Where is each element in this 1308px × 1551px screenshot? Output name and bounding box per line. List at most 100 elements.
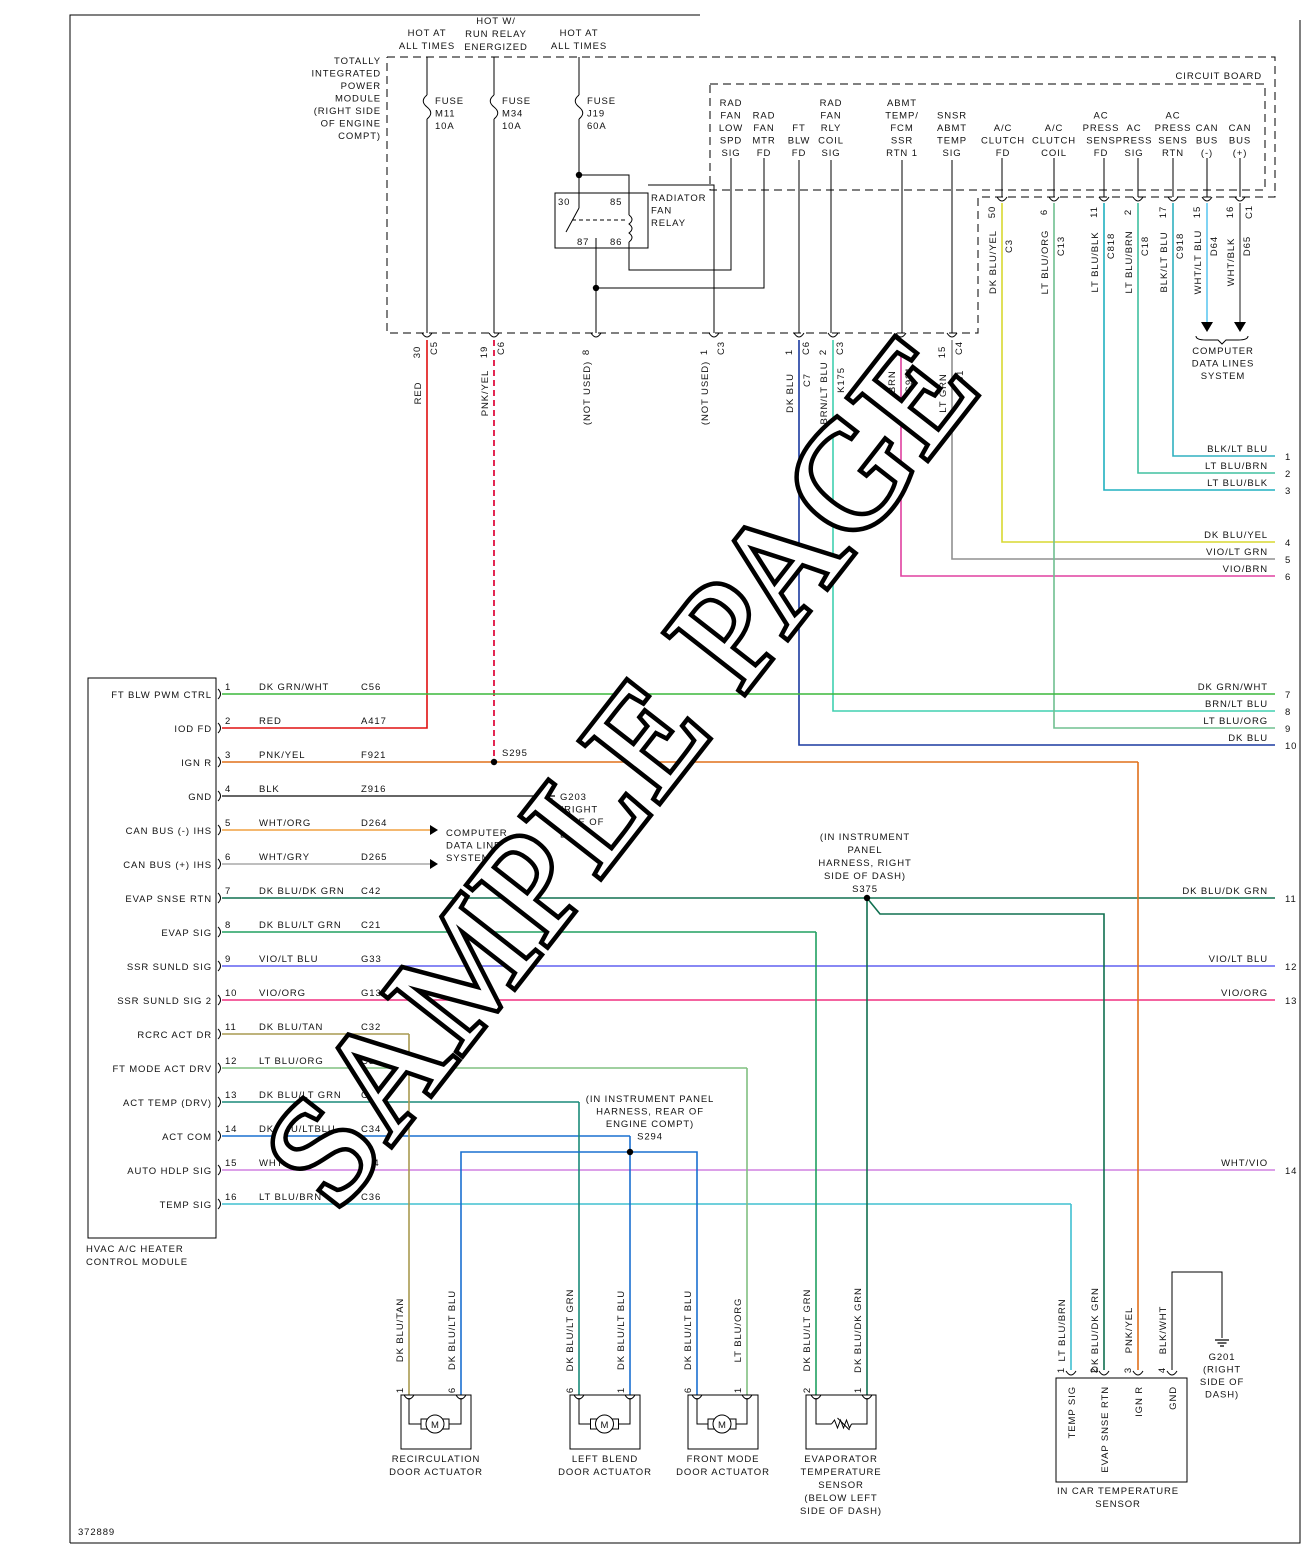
connector-pin: 1 xyxy=(1056,1367,1067,1373)
wire-color-label: LT BLU/ORG xyxy=(733,1298,744,1363)
circuit-board-outline xyxy=(709,83,1266,191)
hot-label: ALL TIMES xyxy=(399,41,455,52)
relay-label: RADIATOR xyxy=(651,193,706,204)
splice-s294 xyxy=(626,1148,634,1156)
circuit-label: C42 xyxy=(361,886,381,897)
board-pin-label: FAN xyxy=(720,111,741,122)
tipm-title: COMPT) xyxy=(338,131,381,142)
wire-act-com-recirc xyxy=(460,1151,630,1395)
board-pin-label: A/C xyxy=(994,123,1013,134)
splice-s295 xyxy=(490,758,498,766)
circuit-label: D64 xyxy=(1209,236,1220,256)
connector-pin: 6 xyxy=(447,1387,458,1393)
splice-label: (IN INSTRUMENT PANEL xyxy=(586,1094,715,1105)
ground-label: G201 xyxy=(1209,1352,1236,1363)
board-pin-label: FD xyxy=(792,148,806,159)
board-pin-label: FCM xyxy=(890,123,913,134)
connector-pin: 4 xyxy=(1157,1367,1168,1373)
fuse-label: M11 xyxy=(435,109,455,120)
motor-icon xyxy=(595,1414,614,1434)
wire-evap-rtn-incar xyxy=(866,897,1105,1370)
component-name: TEMPERATURE xyxy=(801,1467,882,1478)
ground-g201-icon xyxy=(1215,1339,1229,1347)
board-pin-label: RTN 1 xyxy=(886,148,918,159)
output-number: 5 xyxy=(1285,555,1291,566)
label: 86 xyxy=(610,237,622,248)
board-pin-label: FT xyxy=(792,123,805,134)
can-destination-label: COMPUTER xyxy=(446,828,508,839)
label: 85 xyxy=(610,197,622,208)
module-pin-number: 1 xyxy=(225,682,231,693)
connector-terminal xyxy=(217,722,221,734)
motor-symbol: M xyxy=(431,1420,439,1431)
outline xyxy=(628,158,732,271)
wire-vio-brn xyxy=(900,340,1275,577)
wire-color-label: BLK/WHT xyxy=(1158,1306,1169,1355)
wire-color-label: LT BLU/ORG xyxy=(1040,230,1051,295)
circuit-label: L24 xyxy=(361,1158,380,1169)
output-number: 14 xyxy=(1285,1166,1297,1177)
fuse-icon xyxy=(489,94,499,120)
connector-terminal xyxy=(1132,1370,1144,1376)
in-car-temperature-sensor xyxy=(1055,1377,1188,1483)
connector-terminal xyxy=(1166,1370,1178,1376)
connector-id: C4 xyxy=(954,341,965,355)
splice-label: SIDE OF DASH) xyxy=(824,871,906,882)
module-pin-name: EVAP SNSE RTN xyxy=(125,894,212,905)
wire-color-label: DK BLU/LT GRN xyxy=(802,1289,813,1372)
connector-pin: 1 xyxy=(784,349,795,355)
connector-terminal xyxy=(1065,1370,1077,1376)
data-lines-label: COMPUTER xyxy=(1192,346,1254,357)
wire-color-label: PNK/YEL xyxy=(480,370,491,416)
wire-color-label: (NOT USED) xyxy=(700,361,711,425)
wire-color-label: VIO/LT BLU xyxy=(259,954,318,965)
circuit-label: Z916 xyxy=(361,784,386,795)
relay-coil-icon xyxy=(628,214,633,243)
component-name: RECIRCULATION xyxy=(392,1454,481,1465)
output-wire-label: BLK/LT BLU xyxy=(1207,444,1268,455)
board-pin-label: ABMT xyxy=(887,98,917,109)
wire-color-label: PNK/YEL xyxy=(1124,1307,1135,1353)
output-wire-label: DK BLU/DK GRN xyxy=(1182,886,1268,897)
splice-label: HARNESS, REAR OF xyxy=(596,1107,704,1118)
module-pin-number: 11 xyxy=(225,1022,237,1033)
board-pin-label: TEMP/ xyxy=(885,111,919,122)
output-wire-label: VIO/LT BLU xyxy=(1209,954,1268,965)
circuit-label: C61 xyxy=(361,1090,381,1101)
fuse-icon xyxy=(422,94,432,120)
circuit-label: C13 xyxy=(1056,236,1067,256)
connector-pin: 2 xyxy=(1089,1367,1100,1373)
board-pin-label: RAD xyxy=(753,111,776,122)
module-pin-number: 3 xyxy=(225,750,231,761)
wire-color-label: DK BLU/TAN xyxy=(259,1022,323,1033)
board-pin-label: ABMT xyxy=(937,123,967,134)
module-pin-number: 10 xyxy=(225,988,237,999)
connector-terminal xyxy=(590,332,602,338)
connector-id: C5 xyxy=(429,341,440,355)
board-pin-label: LOW xyxy=(719,123,743,134)
outline xyxy=(447,1398,462,1425)
board-pin-label: SIG xyxy=(821,148,840,159)
connector-pin: 15 xyxy=(937,346,948,358)
output-wire-label: LT BLU/BRN xyxy=(1205,461,1268,472)
module-pin-number: 13 xyxy=(225,1090,237,1101)
connector-terminal xyxy=(1167,196,1179,202)
module-pin-name: EVAP SIG xyxy=(161,928,212,939)
motor-symbol: M xyxy=(601,1420,609,1431)
outline xyxy=(579,174,630,190)
connector-pin: 2 xyxy=(818,349,829,355)
board-pin-label: AC xyxy=(1127,123,1142,134)
connector-terminal xyxy=(217,994,221,1006)
fuse-icon xyxy=(574,94,584,120)
module-pin-number: 2 xyxy=(225,716,231,727)
board-pin-label: FAN xyxy=(753,123,774,134)
board-pin-label: CLUTCH xyxy=(1032,136,1076,147)
module-pin-name: SSR SUNLD SIG 2 xyxy=(117,996,212,1007)
outline xyxy=(815,1398,832,1425)
wire-dk-blu xyxy=(798,340,1275,746)
connector-terminal xyxy=(217,960,221,972)
splice-label: S294 xyxy=(637,1132,663,1143)
circuit-label: D264 xyxy=(361,818,387,829)
circuit-label: C7 xyxy=(802,373,813,387)
module-pin-name: SSR SUNLD SIG xyxy=(127,962,212,973)
